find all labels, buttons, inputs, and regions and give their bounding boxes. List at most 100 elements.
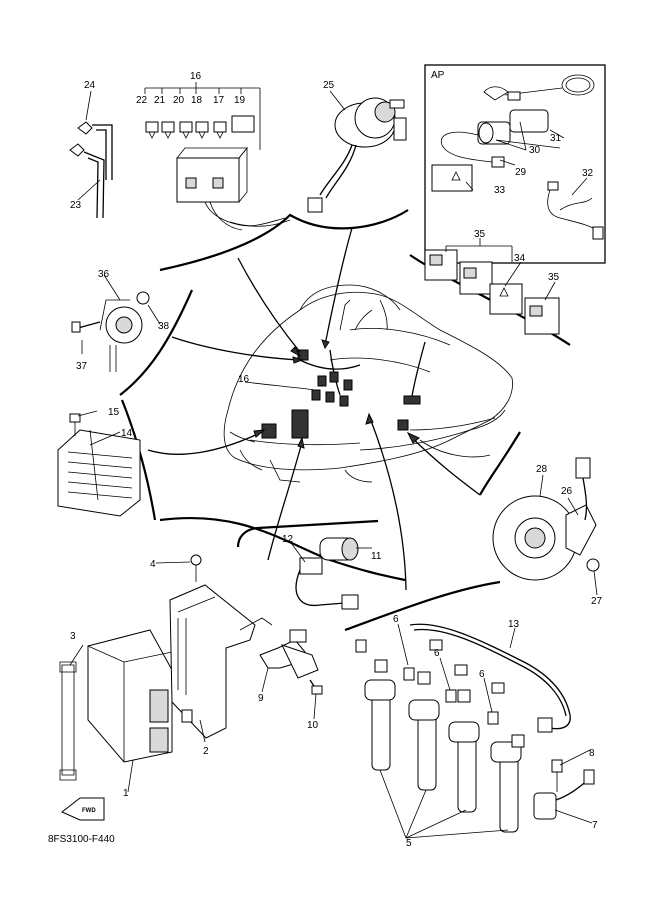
callout-23: 23 <box>70 200 82 211</box>
relay-34 <box>489 283 523 315</box>
diagram-code: 8FS3100-F440 <box>48 834 115 845</box>
callout-18: 18 <box>191 95 203 106</box>
connector <box>341 594 359 610</box>
connector <box>343 379 353 391</box>
callout-6c: 6 <box>479 669 485 680</box>
bolt-6 <box>445 689 457 703</box>
callout-16-center: 16 <box>238 374 250 385</box>
connector <box>592 226 604 240</box>
callout-15: 15 <box>108 407 120 418</box>
rectifier-regulator <box>57 413 141 517</box>
callout-20: 20 <box>173 95 185 106</box>
callout-35a: 35 <box>474 229 486 240</box>
crank-sensor <box>533 759 595 820</box>
connector <box>311 389 321 401</box>
switch-body <box>509 109 549 133</box>
bolt-6 <box>487 711 499 725</box>
ap-section: AP <box>424 64 606 264</box>
callout-28: 28 <box>536 464 548 475</box>
fuse-18 <box>195 121 209 133</box>
callout-27: 27 <box>591 596 603 607</box>
fuse-21 <box>161 121 175 133</box>
callout-7: 7 <box>592 820 598 831</box>
key-ring <box>561 74 595 96</box>
callout-numbers: 1 2 3 4 5 6 6 6 7 8 9 10 11 12 13 14 15 … <box>48 71 603 849</box>
fuse-box <box>144 82 291 231</box>
callout-5: 5 <box>406 838 412 849</box>
callout-38: 38 <box>158 321 170 332</box>
callout-32: 32 <box>582 168 594 179</box>
relays <box>424 249 560 335</box>
callout-12: 12 <box>282 534 294 545</box>
ap-frame <box>424 64 606 264</box>
nut-38 <box>136 291 150 305</box>
coil-cap <box>374 659 388 673</box>
center-harness <box>261 299 421 439</box>
connector <box>547 181 559 191</box>
key <box>507 91 521 101</box>
bolt-6 <box>355 639 367 653</box>
callout-13: 13 <box>508 619 520 630</box>
sensor-11 <box>295 537 359 610</box>
bolt-4 <box>190 554 202 566</box>
ecu-mount <box>291 409 309 439</box>
callout-30: 30 <box>529 145 541 156</box>
fwd-arrow: FWD <box>61 797 105 821</box>
connector <box>307 197 323 213</box>
snowmobile-chassis <box>223 284 513 483</box>
fuse-19 <box>231 115 255 133</box>
callout-4: 4 <box>150 559 156 570</box>
callout-37: 37 <box>76 361 88 372</box>
coil-cap <box>457 689 471 703</box>
connector <box>491 156 505 168</box>
callout-1: 1 <box>123 788 129 799</box>
ignition-coils <box>355 639 525 833</box>
leader-arrows <box>147 227 481 591</box>
callout-2: 2 <box>203 746 209 757</box>
bolt-37 <box>77 321 101 329</box>
callout-6a: 6 <box>393 614 399 625</box>
callout-3: 3 <box>70 631 76 642</box>
connector <box>317 375 327 387</box>
clip-24 <box>77 121 93 135</box>
coil-cap <box>511 734 525 748</box>
callout-24: 24 <box>84 80 96 91</box>
fuse-22 <box>145 121 159 133</box>
ap-label: AP <box>431 70 445 81</box>
connector <box>403 395 421 405</box>
fuse-17 <box>213 121 227 133</box>
callout-6b: 6 <box>434 648 440 659</box>
callout-25: 25 <box>323 80 335 91</box>
callout-36: 36 <box>98 269 110 280</box>
rotor-group <box>492 457 600 581</box>
section-dividers <box>119 209 571 632</box>
bolt-8 <box>551 759 563 773</box>
callout-19: 19 <box>234 95 246 106</box>
callout-31: 31 <box>550 133 562 144</box>
relay-33 <box>431 164 473 192</box>
callout-16-top: 16 <box>190 71 202 82</box>
connector <box>289 629 307 643</box>
callout-9: 9 <box>258 693 264 704</box>
connector <box>397 419 409 431</box>
callout-33: 33 <box>494 185 506 196</box>
connector <box>537 717 553 733</box>
main-switch-25 <box>307 97 407 213</box>
coil-cap <box>417 671 431 685</box>
callout-35b: 35 <box>548 272 560 283</box>
sensor-9-10 <box>259 629 323 695</box>
fwd-label: FWD <box>82 808 96 814</box>
key <box>389 99 405 109</box>
callout-14: 14 <box>121 428 133 439</box>
callout-11: 11 <box>371 551 382 562</box>
callout-22: 22 <box>136 95 148 106</box>
callout-21: 21 <box>154 95 166 106</box>
horn-36 <box>71 291 150 372</box>
callout-10: 10 <box>307 720 319 731</box>
key <box>393 117 407 141</box>
clip-23 <box>69 143 85 157</box>
cable-ties <box>69 121 113 219</box>
connector <box>325 391 335 403</box>
